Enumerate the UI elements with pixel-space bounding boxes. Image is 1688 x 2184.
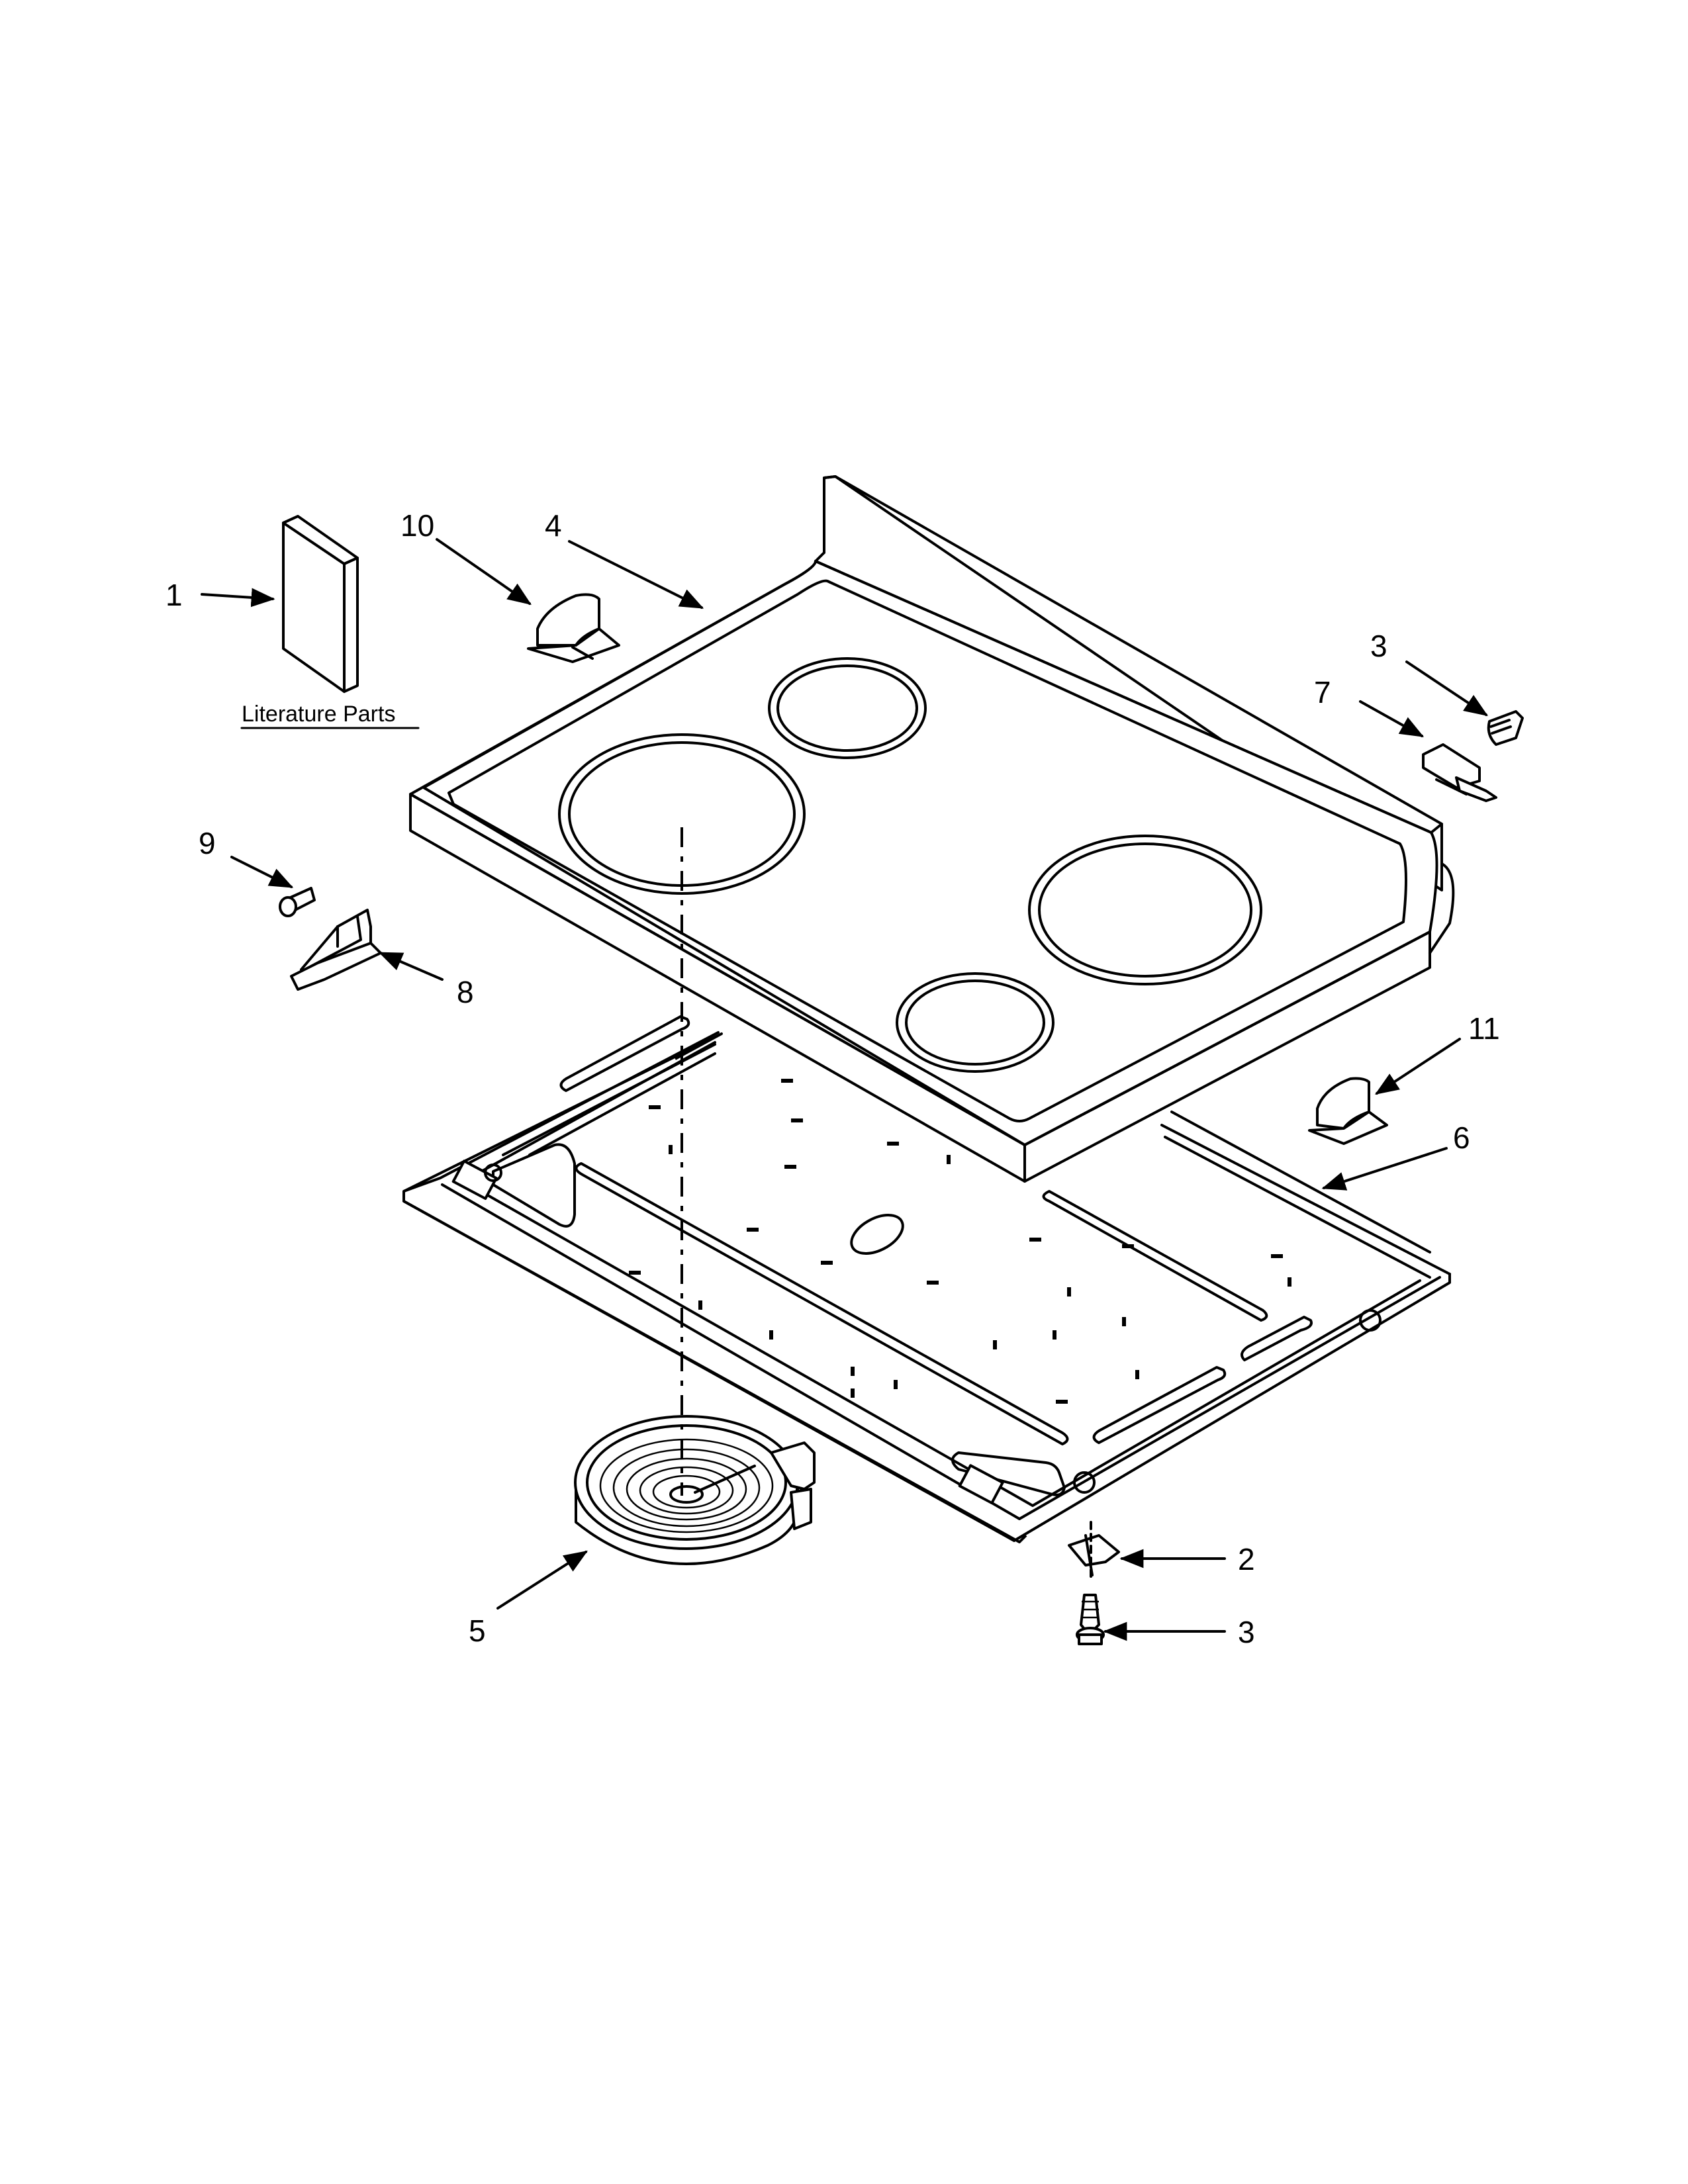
screw-part-3-upper bbox=[1487, 710, 1524, 746]
callout-9: 9 bbox=[199, 826, 216, 860]
callout-11: 11 bbox=[1468, 1011, 1500, 1046]
callout-7: 7 bbox=[1314, 675, 1331, 709]
cooktop-glass-top bbox=[409, 475, 1455, 1183]
callout-3-lower: 3 bbox=[1238, 1615, 1255, 1649]
screw-part-9 bbox=[279, 887, 316, 917]
clip-part-7 bbox=[1422, 743, 1497, 802]
callout-10: 10 bbox=[400, 508, 434, 543]
screw-part-3-lower bbox=[1076, 1594, 1105, 1645]
callout-5: 5 bbox=[469, 1614, 486, 1648]
callout-1: 1 bbox=[165, 578, 183, 612]
callout-4: 4 bbox=[545, 508, 562, 543]
bracket-part-10 bbox=[527, 593, 620, 663]
radiant-surface-element bbox=[574, 1415, 816, 1565]
side-bracket-part-8 bbox=[290, 909, 382, 991]
burner-box-pan bbox=[402, 1015, 1451, 1543]
callout-2: 2 bbox=[1238, 1542, 1255, 1576]
bracket-part-11 bbox=[1308, 1077, 1388, 1145]
callout-6: 6 bbox=[1453, 1120, 1470, 1155]
literature-parts-booklet bbox=[282, 515, 359, 693]
leader-arrows bbox=[201, 538, 1488, 1641]
callout-8: 8 bbox=[457, 975, 474, 1009]
clip-part-2 bbox=[1068, 1521, 1120, 1580]
callout-3-upper: 3 bbox=[1370, 629, 1387, 663]
literature-parts-label: Literature Parts bbox=[242, 702, 395, 727]
